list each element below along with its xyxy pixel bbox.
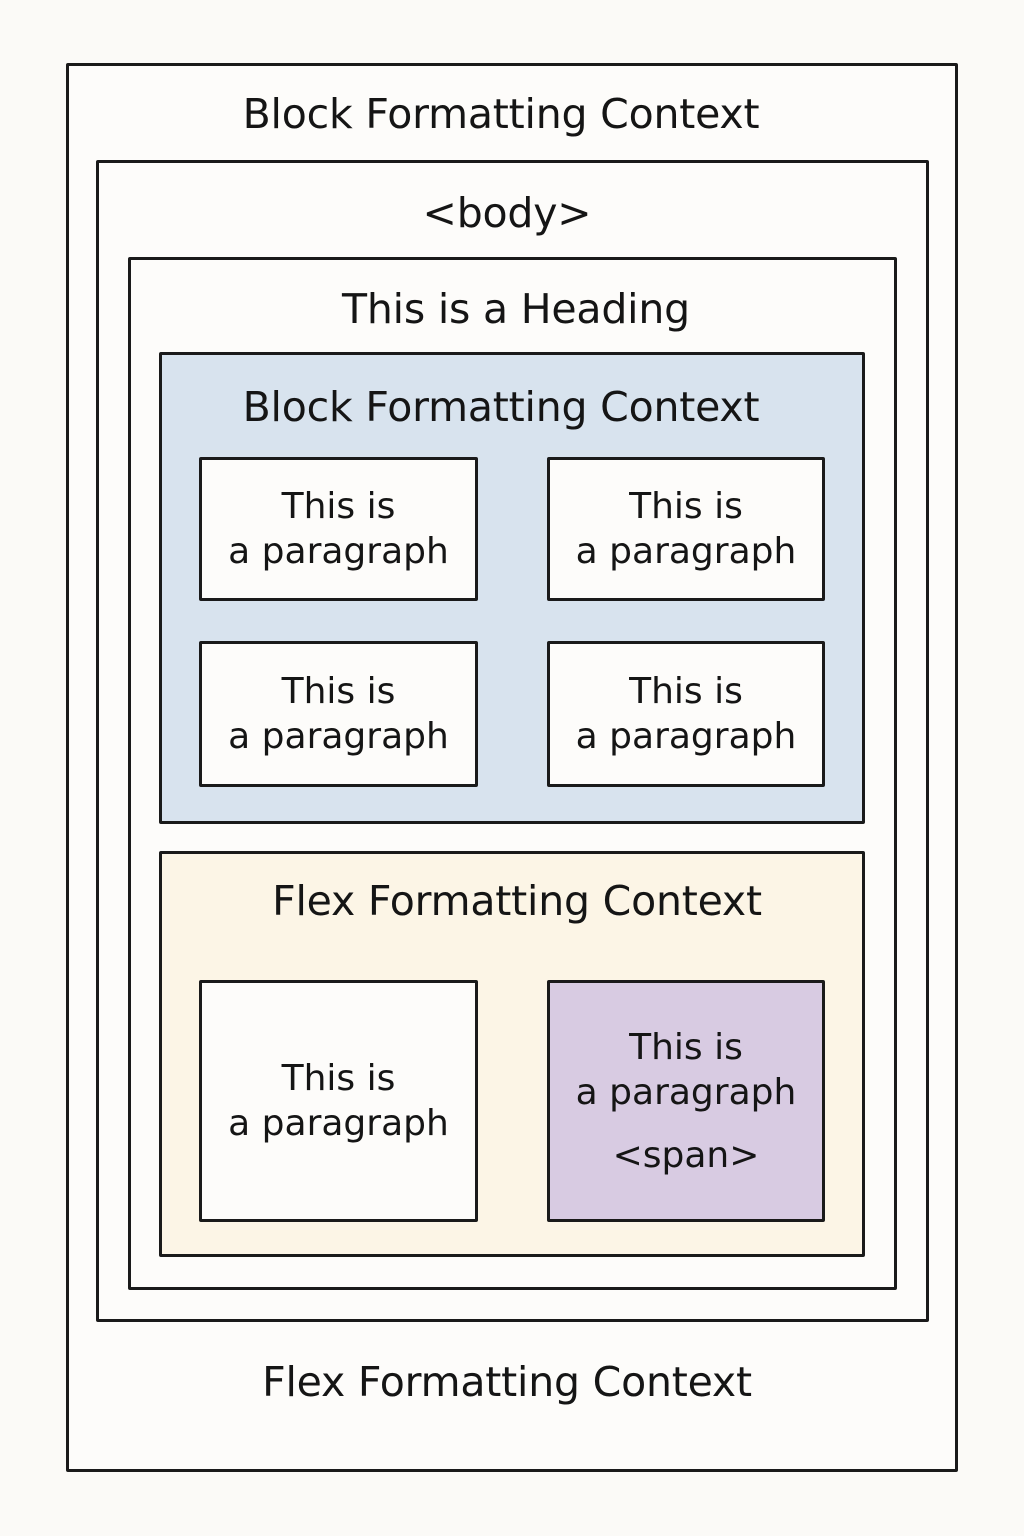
ffc-paragraph-span: This is a paragraph <span> xyxy=(547,980,825,1222)
paragraph-line-1: This is xyxy=(281,671,396,712)
paragraph-line-1: This is xyxy=(629,671,743,712)
paragraph-line-2: a paragraph xyxy=(228,716,449,757)
paragraph-line-2: a paragraph xyxy=(575,531,797,572)
bfc-paragraph-4: This is a paragraph xyxy=(547,641,825,787)
paragraph-line-2: a paragraph xyxy=(575,716,797,757)
outer-bfc-label: Block Formatting Context xyxy=(242,90,760,138)
inner-bfc-label: Block Formatting Context xyxy=(242,383,760,431)
bfc-paragraph-2: This is a paragraph xyxy=(547,457,825,601)
heading-label: This is a Heading xyxy=(342,285,690,333)
inner-ffc-label: Flex Formatting Context xyxy=(272,877,762,925)
paragraph-line-2: a paragraph xyxy=(228,531,449,572)
span-tag-label: <span> xyxy=(612,1134,760,1176)
paragraph-line-2: a paragraph xyxy=(575,1071,797,1113)
paragraph-line-1: This is xyxy=(281,486,396,527)
body-label: <body> xyxy=(422,189,592,237)
ffc-paragraph-1: This is a paragraph xyxy=(199,980,478,1222)
outer-ffc-bottom-label: Flex Formatting Context xyxy=(262,1358,752,1406)
paragraph-line-2: a paragraph xyxy=(228,1103,449,1144)
bfc-paragraph-1: This is a paragraph xyxy=(199,457,478,601)
paragraph-line-1: This is xyxy=(281,1058,396,1099)
paragraph-line-1: This is xyxy=(629,1026,743,1068)
paragraph-line-1: This is xyxy=(629,486,743,527)
bfc-paragraph-3: This is a paragraph xyxy=(199,641,478,787)
